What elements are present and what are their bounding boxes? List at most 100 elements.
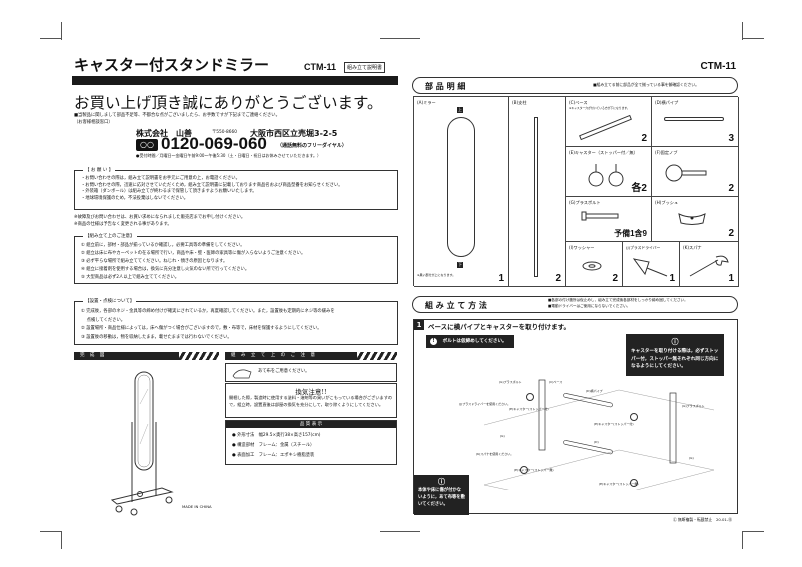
diagram-label: (G)プラスボルト [499,380,522,384]
installation-item: 点検してください。 [81,317,126,323]
caution-item: ② 組立は床に布やカーペットの在る場所で行い，商品や床・壁・医師の家具等に傷が入… [81,250,306,256]
freedial-icon: ○○ [136,139,158,151]
bolt-part-icon [581,211,619,221]
thanks-heading: お買い上げ頂き誠にありがとうございます。 [74,94,383,112]
part-qty: 各2 [631,183,647,194]
caution-item: ③ 必ず平らな場所で組み立ててください。ねじれ・傾きの原因となります。 [81,258,228,264]
title-bar [72,76,398,85]
wrench-part-icon [689,255,729,277]
assembly-cautions-box: 【組み立て上のご注意】 ① 組立前に，部材・部品が揃っているか確認し，必要工具等… [74,233,398,284]
part-qty: 1 [669,273,675,284]
business-hours: ●受付時間／月曜日〜金曜日午前9:00〜午後5:30（土・日曜日・祝日はお休みさ… [136,153,322,158]
bolt-warning: ! ボルトは仮締めしてください。 [426,335,514,348]
requests-title: 【 お 願 い 】 [83,167,116,173]
diagram-label: (E)キャスター(ストッパー無) [599,482,639,486]
installation-item: ② 設置場所・商品仕様によっては，床へ傷がつく場合がございますので，敷・布等で，… [81,326,322,332]
step-title: ベースに横パイプとキャスターを取り付けます。 [428,323,571,331]
warning-icon: ⓘ [438,478,445,486]
warning-icon: ! [430,338,437,345]
parts-grid: (A)ミラー 上 下 ※黒い部分が上になります。 1 (B)支柱 2 (C)ベー… [413,96,739,287]
diagram-label: (K)スパナを使用ください。 [476,452,514,456]
diagram-label: (D)横パイプ [586,389,603,393]
product-title: キャスター付スタンドミラー [74,56,270,74]
phone-number: 0120-069-060 [161,134,267,153]
method-title-bar: 組 み 立 て 方 法 ■各部の付け箇所は仮止めし，組み立て完成後各部材をしっか… [412,296,738,313]
part-j: (J)プラスドライバー 1 [623,242,680,287]
request-item: ・お問い合わせの際，迅速に応対させていただくため，組み立て説明書に記載しておりま… [81,182,343,188]
step-number: 1 [414,320,424,330]
warning-icon: ⓘ [671,338,679,346]
model-number: CTM-11 [304,62,337,72]
postal-code: 〒550-8660 [212,130,237,135]
part-name: (C)ベース [569,100,588,105]
part-c: (C)ベース ※キャスター穴が付いている方が下になります。 2 [566,97,652,147]
quality-label: 表面加工 [237,453,255,458]
installation-item: ③ 設置後の移動は，物を収納したまま，載せたままでは行わないでください。 [81,334,232,340]
caution-header-text: 組 み 立 て 上 の ご 注 意 [231,353,317,358]
quality-label: 外形寸法 [237,433,255,438]
phone-note: （通話無料のフリーダイヤル） [277,143,347,149]
bolt-warning-text: ボルトは仮締めしてください。 [442,339,507,344]
top-marker: 上 [457,107,463,113]
part-i: (I)ワッシャー 2 [566,242,623,287]
part-qty: 1 [728,273,734,284]
quality-row: ● 構造部材 フレーム：金属（スチール） [232,443,315,448]
part-note: ※黒い部分が上になります。 [417,273,456,277]
contact-label: （お客様相談窓口） [74,120,113,125]
part-name: (B)支柱 [512,100,527,105]
quality-header: 品 質 表 示 [226,421,396,428]
part-qty: 予備1含9 [614,229,647,238]
parts-note: ■組み立てる前に部品が全て揃っている事を御確認ください。 [593,82,699,87]
completed-header-text: 完 成 図 [80,353,107,358]
diagram-label: (C)ベース [549,380,563,384]
diagram-label: (E)キャスター(ストッパー付) [509,407,549,411]
made-in-label: MADE IN CHINA [182,504,212,509]
diagram-label: (G)プラスボルト [682,404,705,408]
part-note: ※キャスター穴が付いている方が下になります。 [569,106,630,110]
ventilation-text: 開梱した際，製造時に使用する塗料・溶剤等の臭いがこもっている場合がございますので… [229,395,393,407]
quality-label: 構造部材 [237,443,255,448]
pipe-part-icon [664,117,724,121]
part-qty: 2 [728,183,734,194]
method-note: ■各部の付け箇所は仮止めし，組み立て完成後各部材をしっかり締め固してください。 [548,298,688,302]
caution-item: ⑤ 大型商品は必ず2人以上で組み立ててください。 [81,274,180,280]
assembly-cautions-title: 【組み立て上のご注意】 [83,233,137,239]
diagram-label: (G) [689,456,694,460]
base-part-icon [579,114,632,141]
parts-title-bar: 部 品 明 細 ■組み立てる前に部品が全て揃っている事を御確認ください。 [412,77,738,94]
request-item: ・地球環境保護のため，不法投棄はしないでください。 [81,195,189,201]
part-name: (E)キャスター（ストッパー付／無） [569,150,638,155]
caution-header: 組 み 立 て 上 の ご 注 意 [225,352,397,360]
cloth-icon [232,369,252,379]
part-h: (H)ブッシュ 2 [652,197,739,242]
washer-part-icon [582,261,602,271]
caster-part-icon [588,164,624,187]
part-name: (F)固定ノブ [655,150,678,155]
note: ※故障及びお問い合わせは、お買い求めになられました販売店までお申し付けください。 [74,215,246,220]
pole-part-icon [534,117,538,277]
installation-title: 【設置・点検について】 [83,298,137,304]
quality-row: ● 外形寸法 幅29.5×奥行38×高さ157(cm) [232,433,321,438]
contact-note: ■当製品に関しまして部品不足等、不都合な点がございましたら、お手数ですが下記まで… [74,113,280,118]
doc-type-label: 組み立て説明書 [344,62,386,73]
left-page: キャスター付スタンドミラー CTM-11 組み立て説明書 お買い上げ頂き誠にあり… [72,52,400,522]
caution-item: ④ 組立に接着剤を使用する場合は，換気に充分注意し火気のない所で行ってください。 [81,266,250,272]
mirror-part-icon [447,117,475,257]
caster-warning: ⓘ キャスターを取り付ける際は，必ずストッパー付，ストッパー無それぞれ同じ方向に… [626,334,724,376]
note: ※商品の仕様は予告なく変更される事があります。 [74,222,172,227]
method-title: 組 み 立 て 方 法 [425,301,487,310]
part-f: (F)固定ノブ 2 [652,147,739,197]
screwdriver-part-icon [632,258,668,277]
part-name: (D)横パイプ [655,100,679,105]
caster-warning-text: キャスターを取り付ける際は，必ずストッパー付，ストッパー無それぞれ同じ方向になる… [631,349,719,369]
quality-value: 幅29.5×奥行38×高さ157(cm) [258,433,321,438]
mirror-illustration [110,371,174,516]
part-name: (I)ワッシャー [569,245,595,250]
part-qty: 2 [612,273,618,284]
floor-warning-text: 本体や床に傷が付かないように，あて布等を敷いてください。 [418,488,465,507]
installation-item: ① 完成後，各部のネジ・金具等の締め付けが確実にされているか，再度確認してくださ… [81,309,335,314]
part-name: (A)ミラー [417,100,436,105]
part-b: (B)支柱 2 [509,97,566,287]
part-name: (G)プラスボルト [569,200,601,205]
ventilation-box: 換気注意!! 開梱した際，製造時に使用する塗料・溶剤等の臭いがこもっている場合が… [225,383,397,418]
